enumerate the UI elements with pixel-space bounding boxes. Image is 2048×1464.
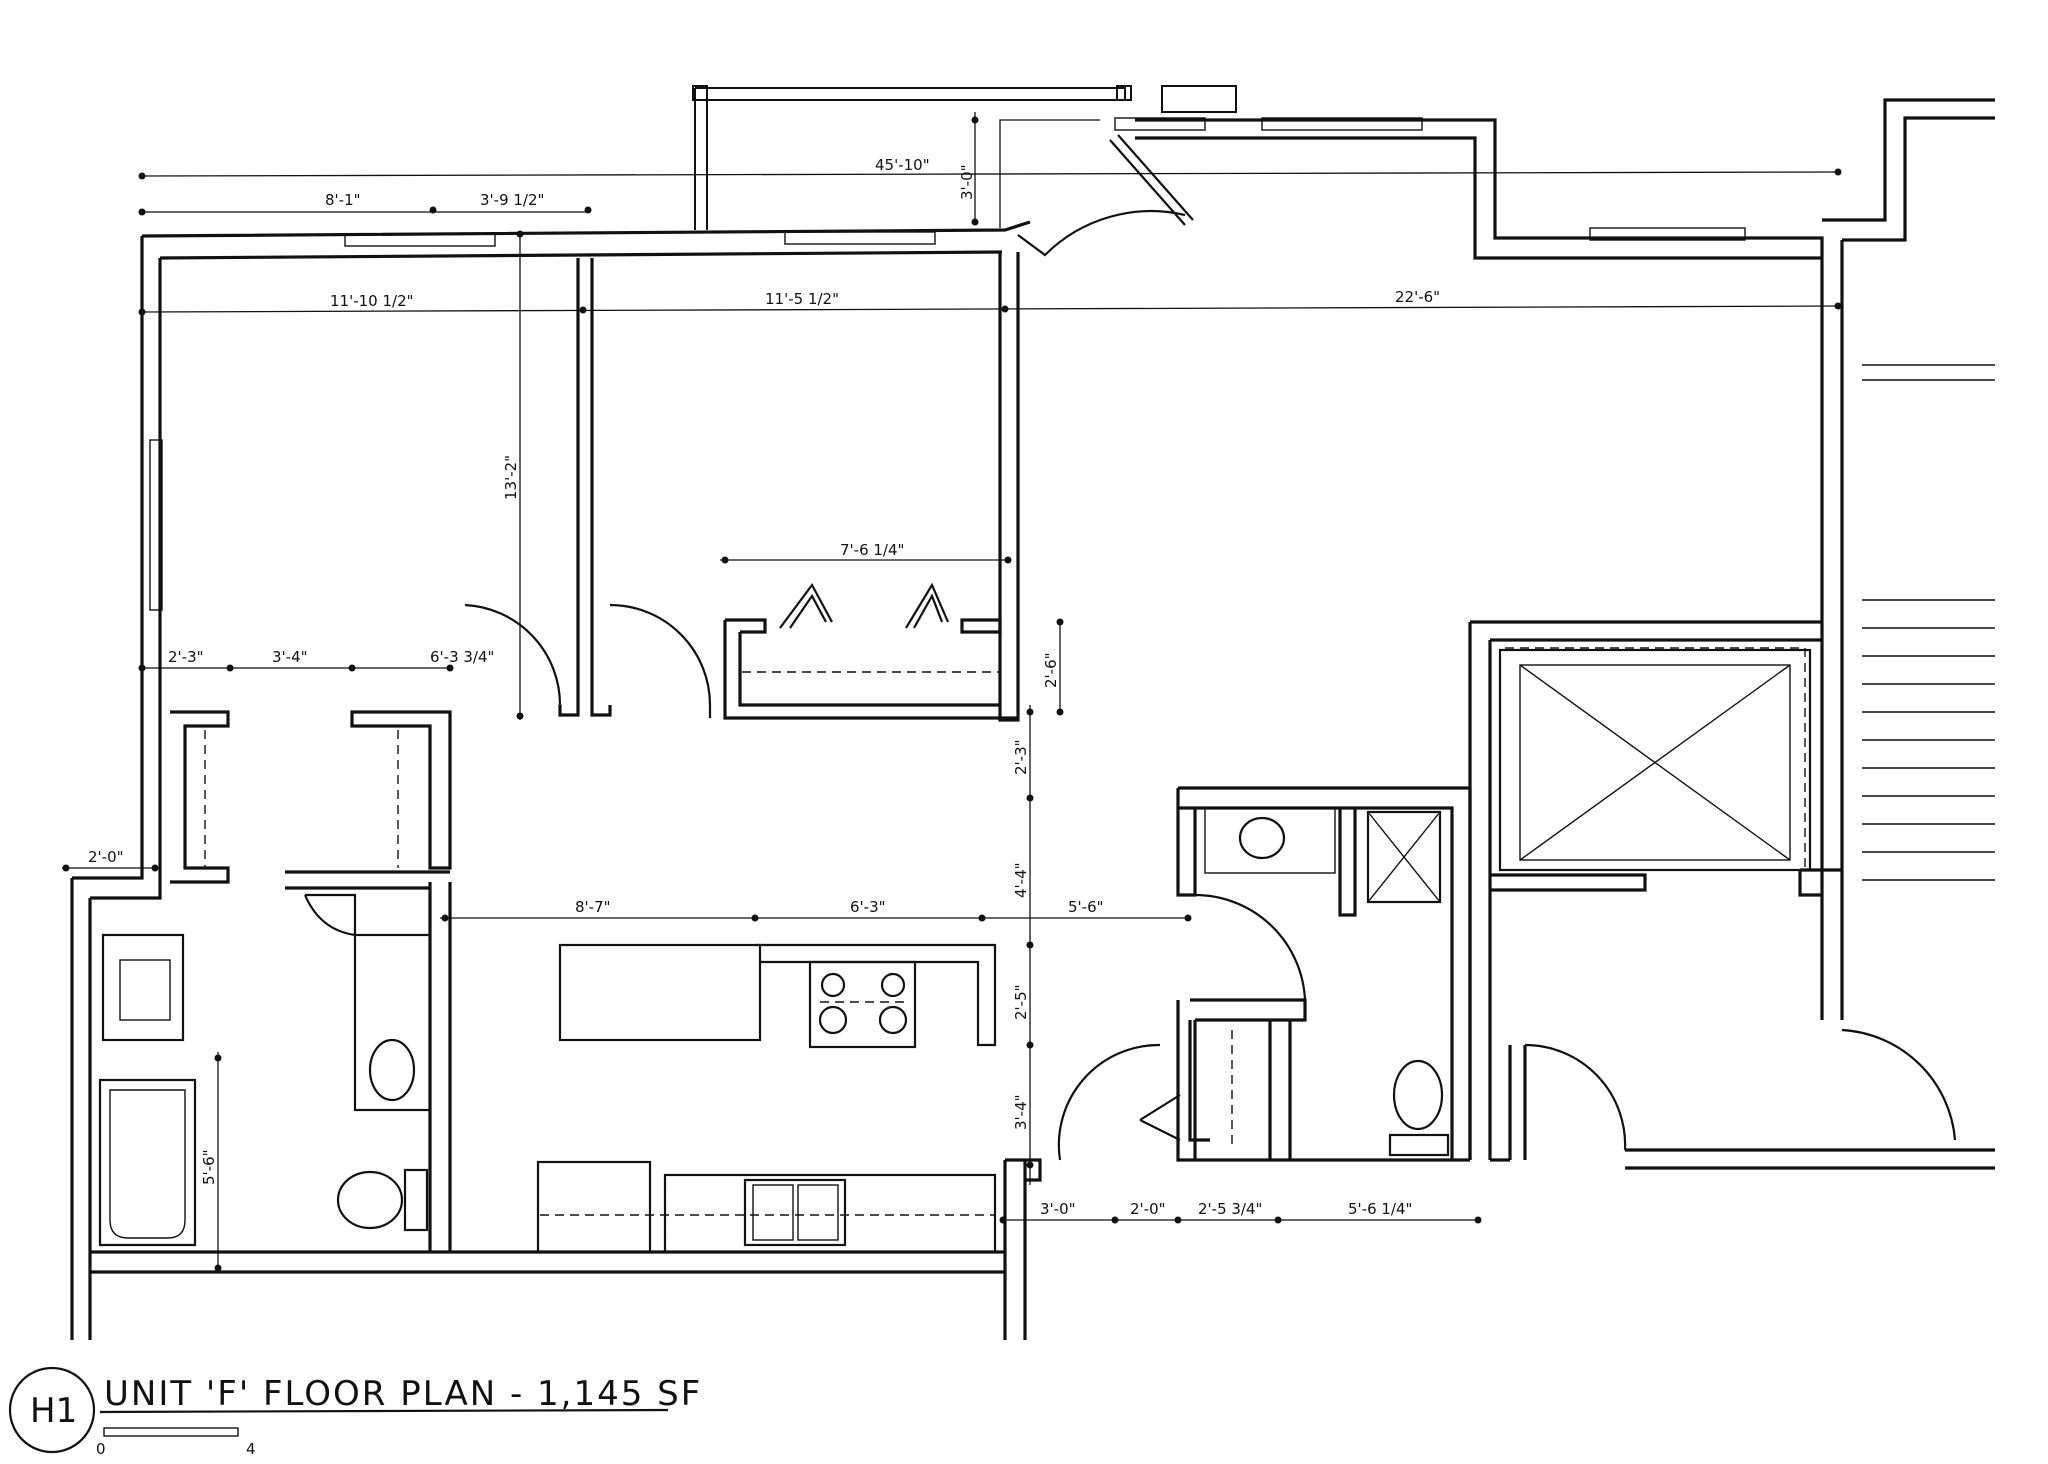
dim-top-window: 3'-9 1/2" — [480, 191, 544, 209]
dim-top-left: 8'-1" — [325, 191, 361, 209]
plan-title: UNIT 'F' FLOOR PLAN - 1,145 SF — [104, 1374, 702, 1414]
dim-bed2-width: 11'-10 1/2" — [330, 292, 414, 310]
scale-min-label: 0 — [96, 1440, 106, 1458]
dim-entry-offset: 2'-0" — [88, 848, 124, 866]
dim-hall-b: 3'-4" — [272, 648, 308, 666]
dimension-lines — [62, 112, 1842, 1272]
dim-bottom-a: 3'-0" — [1040, 1200, 1076, 1218]
scale-max-label: 4 — [246, 1440, 256, 1458]
dim-balcony-depth: 3'-0" — [958, 164, 976, 200]
dim-vert-b: 4'-4" — [1012, 862, 1030, 898]
dim-bottom-d: 5'-6 1/4" — [1348, 1200, 1412, 1218]
dim-vert-a: 2'-3" — [1012, 739, 1030, 775]
sheet-bubble — [8, 1366, 96, 1454]
dim-closet-width: 7'-6 1/4" — [840, 541, 904, 559]
dim-overall-width: 45'-10" — [875, 156, 930, 174]
scale-bar — [103, 1427, 239, 1437]
dim-kitchen-b: 6'-3" — [850, 898, 886, 916]
dim-vert-c: 2'-5" — [1012, 984, 1030, 1020]
dimension-labels: 45'-10" 8'-1" 3'-9 1/2" 3'-0" 11'-10 1/2… — [88, 156, 1440, 1218]
dim-hall-c: 6'-3 3/4" — [430, 648, 494, 666]
window-units — [149, 117, 1746, 611]
dim-vert-d: 3'-4" — [1012, 1094, 1030, 1130]
exterior-walls — [70, 85, 1995, 1340]
dim-hall-a: 2'-3" — [168, 648, 204, 666]
interior-walls — [170, 252, 1995, 1252]
title-block: H1 UNIT 'F' FLOOR PLAN - 1,145 SF 0 4 — [8, 1366, 702, 1458]
dim-kitchen-c: 5'-6" — [1068, 898, 1104, 916]
dim-bottom-b: 2'-0" — [1130, 1200, 1166, 1218]
dim-bed1-width: 11'-5 1/2" — [765, 290, 839, 308]
dim-bottom-c: 2'-5 3/4" — [1198, 1200, 1262, 1218]
sheet-id: H1 — [30, 1391, 77, 1431]
dim-bed-depth: 13'-2" — [502, 455, 520, 500]
doors — [464, 134, 1957, 1161]
fixtures — [98, 364, 1995, 1254]
dim-bath-depth: 5'-6" — [200, 1149, 218, 1185]
dim-living-width: 22'-6" — [1395, 288, 1440, 306]
dim-closet-depth: 2'-6" — [1042, 652, 1060, 688]
dim-kitchen-a: 8'-7" — [575, 898, 611, 916]
